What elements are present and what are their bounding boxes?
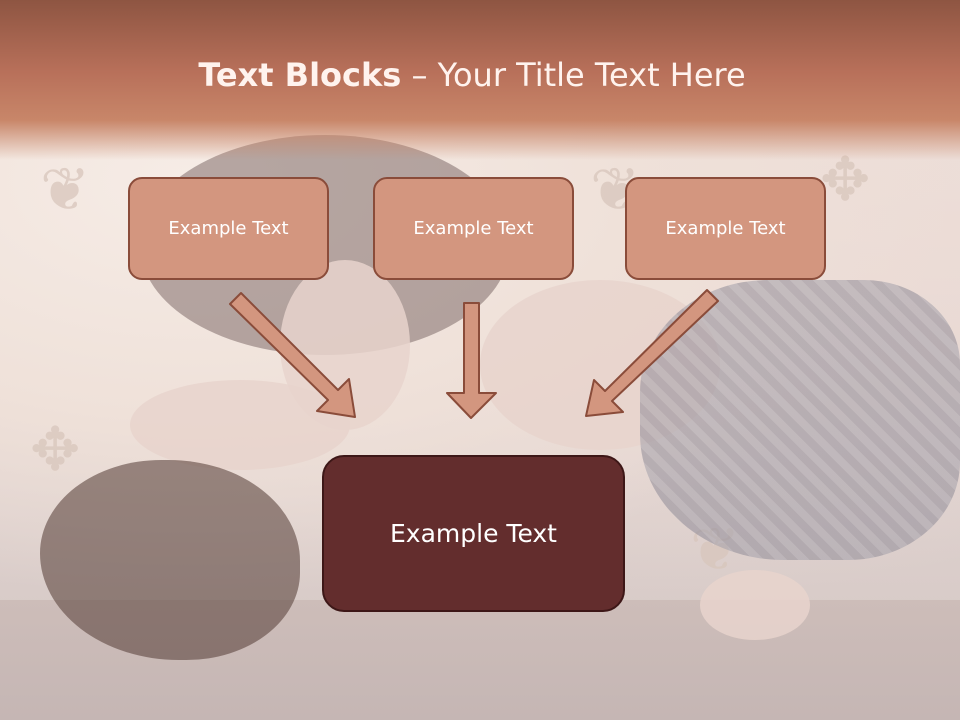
photo-corset — [640, 280, 960, 560]
wallpaper-ornament-icon: ✥ — [30, 415, 81, 485]
slide-title: Text Blocks – Your Title Text Here — [0, 56, 944, 94]
center-text-block[interactable]: Example Text — [322, 455, 625, 612]
photo-dog — [40, 460, 300, 660]
title-band — [0, 0, 960, 160]
center-text-block-label: Example Text — [390, 519, 557, 548]
photo-hand — [700, 570, 810, 640]
text-block-1[interactable]: Example Text — [128, 177, 329, 280]
title-bold: Text Blocks — [198, 56, 402, 94]
text-block-3-label: Example Text — [665, 218, 786, 239]
text-block-2-label: Example Text — [413, 218, 534, 239]
arrow-down-icon — [446, 302, 497, 419]
title-dash: – — [401, 56, 438, 94]
text-block-2[interactable]: Example Text — [373, 177, 574, 280]
text-block-1-label: Example Text — [168, 218, 289, 239]
wallpaper-ornament-icon: ✥ — [820, 145, 871, 215]
photo-arm — [130, 380, 350, 470]
arrow-right-icon — [585, 289, 719, 417]
text-block-3[interactable]: Example Text — [625, 177, 826, 280]
wallpaper-ornament-icon: ❦ — [40, 155, 91, 225]
arrow-left-icon — [229, 292, 356, 418]
title-rest: Your Title Text Here — [437, 56, 746, 94]
